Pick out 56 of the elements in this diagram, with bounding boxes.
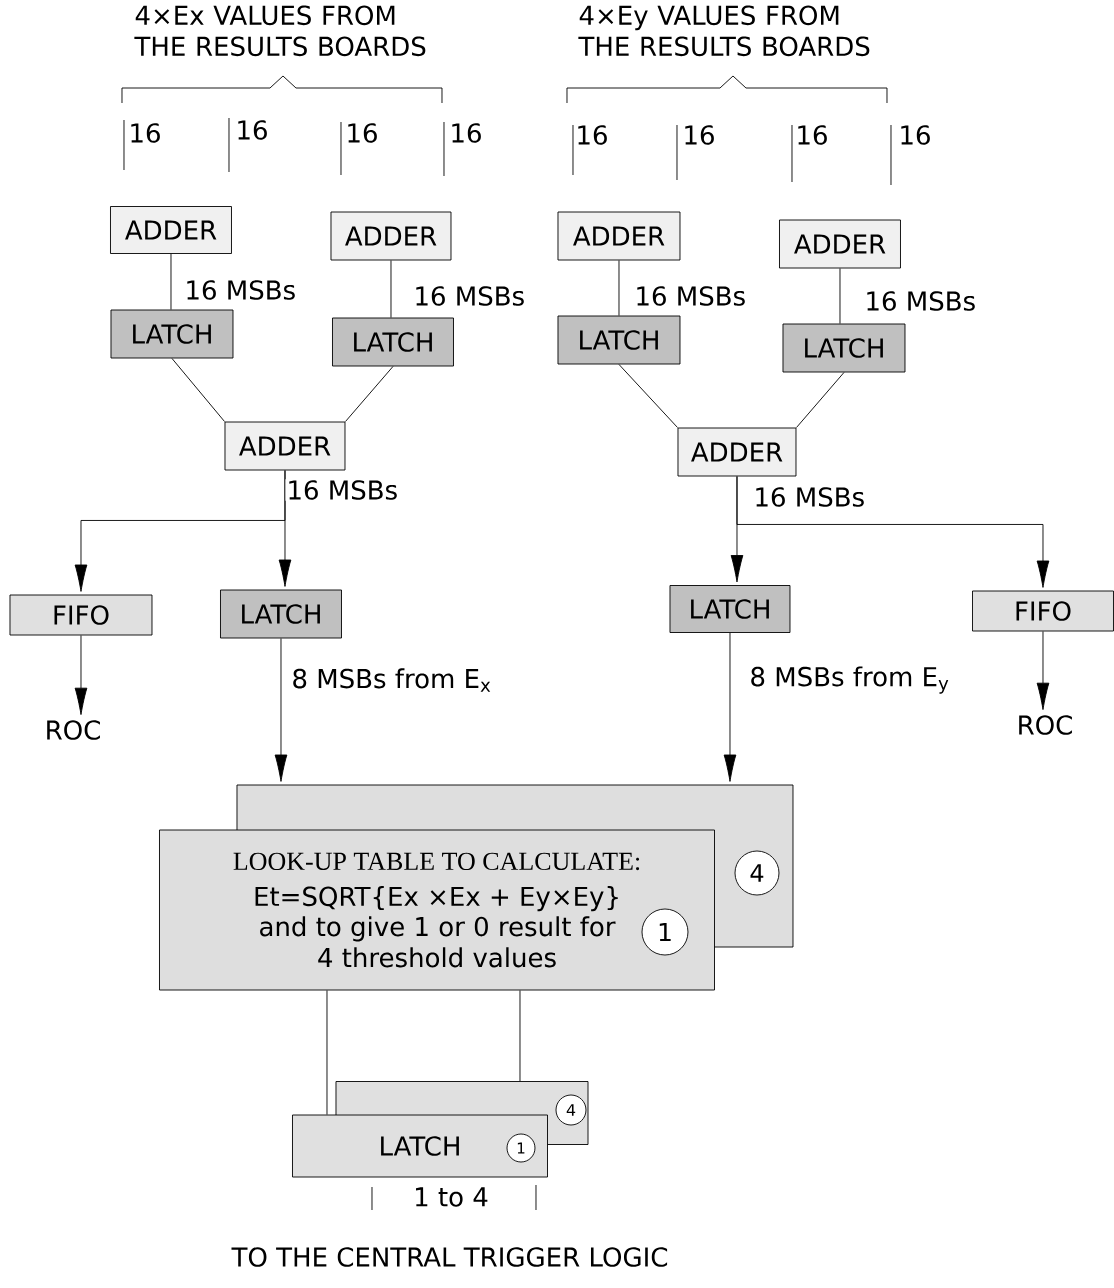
bit-width-label: 16 xyxy=(131,123,160,143)
adder-box: ADDER xyxy=(779,219,901,269)
adder-box: ADDER xyxy=(677,427,797,477)
arrow xyxy=(723,632,737,782)
connector-line xyxy=(390,260,392,318)
connector-line xyxy=(519,990,521,1082)
latch-box: LATCH xyxy=(557,315,681,365)
bit-width-label: 16 xyxy=(798,125,827,145)
latch-box: LATCH xyxy=(782,323,906,373)
circled-number: 1 xyxy=(506,1133,536,1163)
adder-box: ADDER xyxy=(557,211,681,261)
fifo-box: FIFO xyxy=(972,590,1114,632)
bit-width-label: 16 xyxy=(238,120,267,140)
bit-width-label: 16 xyxy=(685,125,714,145)
output-label: ROC xyxy=(1019,715,1072,735)
output-label: ROC xyxy=(47,720,100,740)
edge-label: 16 MSBs xyxy=(412,285,527,307)
edge-label: 16 MSBs xyxy=(183,279,298,301)
arrow xyxy=(74,635,88,716)
connector-line xyxy=(796,372,845,428)
header-label: 4×Ex VALUES FROM THE RESULTS BOARDS xyxy=(134,5,426,57)
connector-line xyxy=(618,364,678,428)
connector-line xyxy=(839,268,841,324)
adder-box: ADDER xyxy=(224,421,346,471)
latch-box: LATCH xyxy=(669,585,791,633)
arrow xyxy=(278,470,292,587)
bit-width-label: 16 xyxy=(452,123,481,143)
arrow xyxy=(1036,631,1050,711)
latch-box: LATCH xyxy=(110,309,234,359)
destination-label: TO THE CENTRAL TRIGGER LOGIC xyxy=(231,1247,668,1267)
adder-box: ADDER xyxy=(330,211,452,261)
bit-width-label: 16 xyxy=(901,125,930,145)
edge-label: 16 MSBs xyxy=(863,290,978,312)
circled-number: 4 xyxy=(734,850,780,896)
connector-line xyxy=(170,253,172,310)
edge-label: 8 MSBs from E$_{y}$ xyxy=(748,665,951,695)
circled-number: 4 xyxy=(555,1094,587,1126)
circled-number: 1 xyxy=(641,908,689,956)
edge-label: 16 MSBs xyxy=(285,479,400,501)
connector-line xyxy=(345,366,394,422)
arrow xyxy=(736,476,1050,588)
connector-line xyxy=(618,260,620,316)
adder-box: ADDER xyxy=(110,206,232,254)
latch-box: LATCH xyxy=(332,317,454,367)
edge-label: 16 MSBs xyxy=(752,486,867,508)
header-label: 4×Ey VALUES FROM THE RESULTS BOARDS xyxy=(578,5,870,57)
edge-label: 16 MSBs xyxy=(633,285,748,307)
edge-label: 8 MSBs from E$_{x}$ xyxy=(290,667,493,693)
bit-range-label: 1 to 4 xyxy=(416,1187,488,1207)
latch-box: LATCH xyxy=(220,589,342,639)
arrow xyxy=(274,638,288,782)
connector-line xyxy=(326,990,328,1115)
connector-line xyxy=(171,358,225,422)
bit-width-label: 16 xyxy=(578,125,607,145)
fifo-box: FIFO xyxy=(9,594,153,636)
bit-width-label: 16 xyxy=(348,123,377,143)
